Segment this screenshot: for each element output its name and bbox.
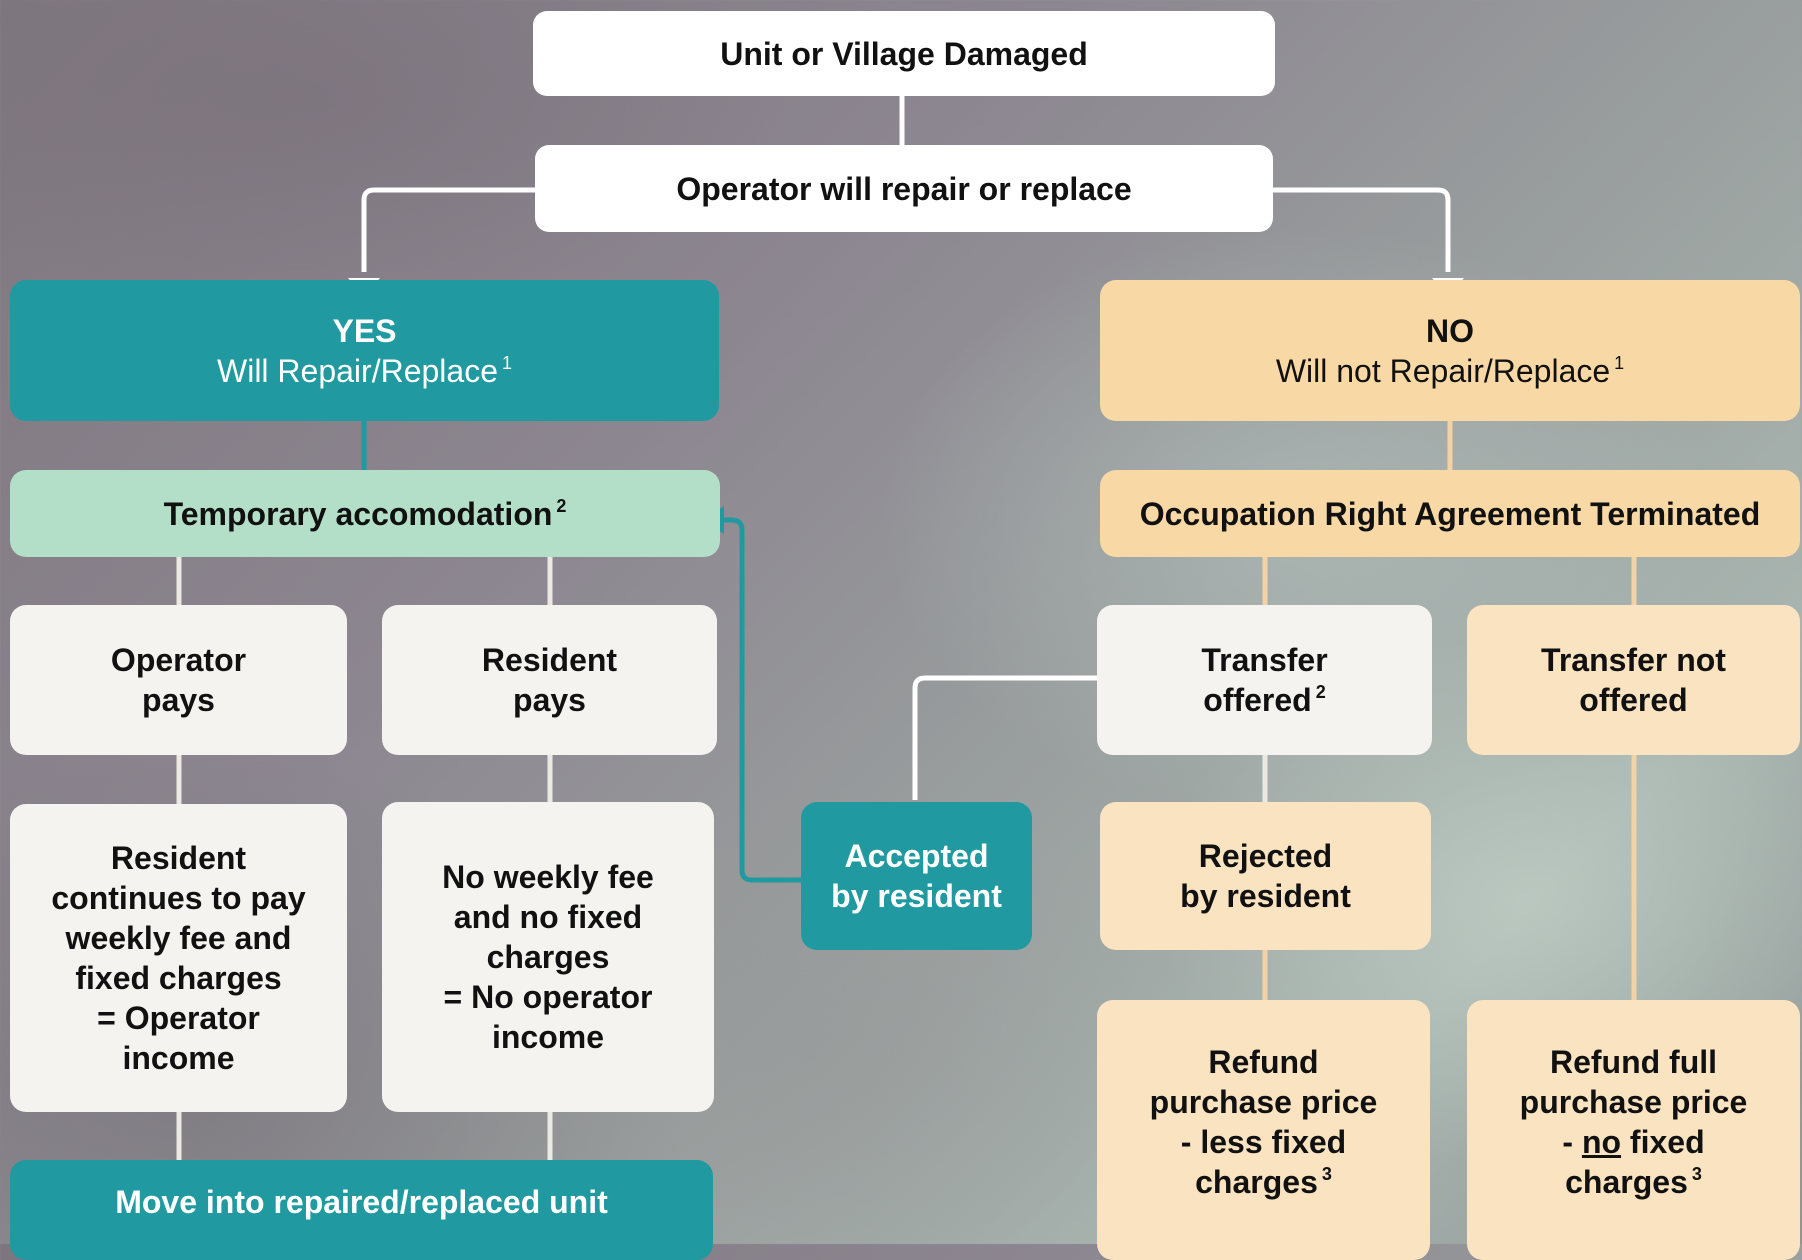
node-refund-full-line4: charges — [1565, 1164, 1688, 1200]
node-rejected-by-resident: Rejected by resident — [1100, 802, 1431, 950]
node-transfer-not-offered-line2: offered — [1579, 682, 1688, 718]
node-unit-damaged-label: Unit or Village Damaged — [720, 35, 1088, 72]
node-transfer-offered-line2: offered — [1203, 682, 1312, 718]
node-refund-less-line1: Refund — [1208, 1044, 1319, 1080]
node-resident-pays-line1: Resident — [481, 642, 618, 678]
node-refund-full-line3: - no fixed — [1562, 1122, 1704, 1162]
node-accepted-by-resident: Accepted by resident — [801, 802, 1032, 950]
node-operator-pays: Operator pays — [10, 605, 347, 755]
node-refund-full-line2: purchase price — [1519, 1084, 1748, 1120]
node-transfer-not-offered-line1: Transfer not — [1541, 642, 1726, 678]
node-no-weekly-fee: No weekly fee and no fixed charges = No … — [382, 802, 714, 1112]
node-resident-continues-line1: Resident — [110, 840, 247, 876]
node-resident-continues-line4: fixed charges — [75, 960, 282, 996]
node-resident-continues-line3: weekly fee and — [65, 920, 292, 956]
node-temp-label: Temporary accomodation — [163, 495, 553, 532]
footnote-1-no: 1 — [1614, 352, 1625, 373]
node-accepted-line2: by resident — [831, 878, 1002, 914]
node-yes-subtitle: Will Repair/Replace — [217, 352, 498, 389]
node-no-weekly-fee-line5: income — [491, 1019, 605, 1055]
node-refund-less-line3: - less fixed — [1180, 1124, 1347, 1160]
node-move-into-label: Move into repaired/replaced unit — [115, 1184, 608, 1220]
footnote-2-transfer: 2 — [1315, 682, 1326, 702]
node-accepted-line1: Accepted — [844, 838, 989, 874]
node-resident-pays: Resident pays — [382, 605, 717, 755]
connector-question-no — [1268, 187, 1451, 272]
node-no-weekly-fee-line1: No weekly fee — [442, 859, 654, 895]
node-no-weekly-fee-line2: and no fixed — [453, 899, 643, 935]
node-refund-full-line3-rest: fixed — [1629, 1124, 1705, 1160]
node-transfer-not-offered: Transfer not offered — [1467, 605, 1800, 755]
node-resident-pays-line2: pays — [513, 682, 586, 718]
connector-question-yes — [361, 187, 536, 272]
node-ora-label: Occupation Right Agreement Terminated — [1139, 495, 1761, 532]
node-operator-question-label: Operator will repair or replace — [676, 170, 1132, 207]
node-no-subtitle: Will not Repair/Replace — [1275, 352, 1611, 389]
footnote-3-less: 3 — [1321, 1164, 1332, 1184]
footnote-3-full: 3 — [1691, 1164, 1702, 1184]
node-refund-less: Refund purchase price - less fixed charg… — [1097, 1000, 1430, 1260]
node-move-into-unit: Move into repaired/replaced unit — [10, 1160, 713, 1260]
footnote-2-temp: 2 — [556, 495, 567, 516]
node-resident-continues-line5: = Operator — [97, 1000, 260, 1036]
node-transfer-offered-line1: Transfer — [1201, 642, 1328, 678]
node-resident-continues: Resident continues to pay weekly fee and… — [10, 804, 347, 1112]
node-rejected-line1: Rejected — [1198, 838, 1333, 874]
node-resident-continues-line6: income — [122, 1040, 235, 1076]
node-refund-full-underlined-no: no — [1581, 1124, 1622, 1160]
node-operator-pays-line1: Operator — [110, 642, 247, 678]
node-no-title: NO — [1426, 312, 1474, 349]
node-resident-continues-line2: continues to pay — [51, 880, 306, 916]
node-operator-question: Operator will repair or replace — [535, 145, 1273, 232]
footnote-1-yes: 1 — [501, 352, 512, 373]
node-unit-damaged: Unit or Village Damaged — [533, 11, 1275, 96]
node-yes-title: YES — [332, 312, 397, 349]
node-refund-full-line1: Refund full — [1549, 1044, 1718, 1080]
node-ora-terminated: Occupation Right Agreement Terminated — [1100, 470, 1800, 557]
node-operator-pays-line2: pays — [142, 682, 215, 718]
node-refund-full-line3-prefix: - — [1562, 1124, 1582, 1160]
node-no-weekly-fee-line4: = No operator — [443, 979, 653, 1015]
connector-transfer-accepted — [912, 675, 1098, 800]
node-rejected-line2: by resident — [1180, 878, 1351, 914]
node-refund-less-line4: charges — [1195, 1164, 1318, 1200]
node-refund-less-line2: purchase price — [1149, 1084, 1378, 1120]
node-refund-full: Refund full purchase price - no fixed ch… — [1467, 1000, 1800, 1260]
node-no-weekly-fee-line3: charges — [486, 939, 610, 975]
